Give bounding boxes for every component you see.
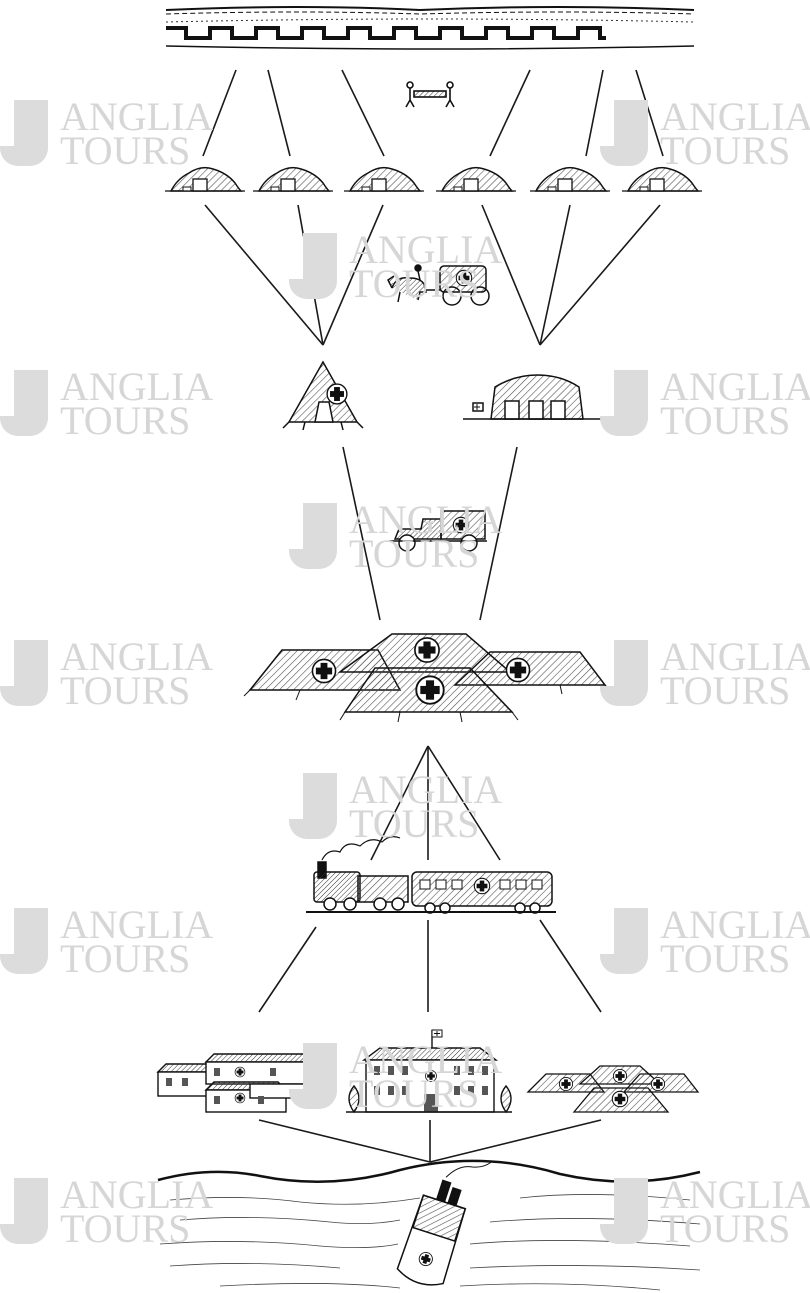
regimental-aid-post-icon <box>529 166 611 192</box>
motor-ambulance-icon <box>389 510 487 552</box>
regimental-aid-post-icon <box>621 166 703 192</box>
hutted-hospital-icon <box>156 1053 327 1113</box>
stretcher-bearers-icon <box>405 81 455 108</box>
horse-drawn-ambulance-icon <box>387 264 490 306</box>
casualty-clearing-station-icon <box>243 633 613 723</box>
ambulance-train-icon <box>306 836 556 914</box>
trench-line-icon <box>165 6 695 50</box>
connector-lines <box>202 69 664 1163</box>
regimental-aid-post-icon <box>435 166 517 192</box>
tented-hospital-icon <box>526 1065 700 1113</box>
base-hospital-building-icon <box>346 1029 512 1114</box>
sea-and-hospital-ship-icon <box>157 1159 701 1291</box>
regimental-aid-post-icon <box>343 166 425 192</box>
regimental-aid-post-icon <box>252 166 334 192</box>
hospital-ship-icon <box>396 1161 492 1286</box>
dressing-station-tent-icon <box>282 360 364 431</box>
dressing-station-dugout-icon <box>463 374 601 420</box>
aid-post-row <box>164 166 703 192</box>
regimental-aid-post-icon <box>164 166 246 192</box>
